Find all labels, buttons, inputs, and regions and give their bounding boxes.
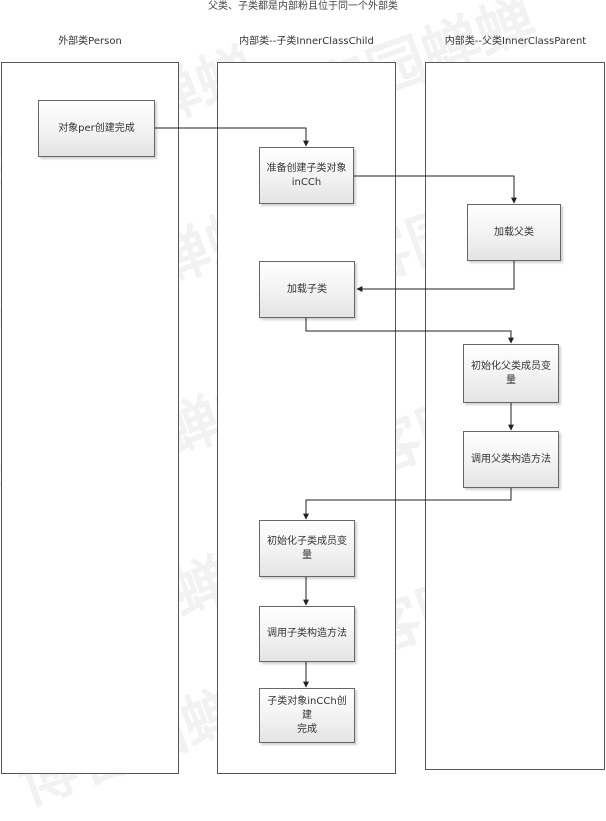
lane-title-person: 外部类Person (58, 36, 122, 47)
lane-title-child: 内部类--子类InnerClassChild (239, 36, 374, 47)
box-call-child-ctor: 调用子类构造方法 (259, 606, 355, 662)
diagram-title: 父类、子类都是内部粉且位于同一个外部类 (208, 1, 398, 12)
box-init-child-vars: 初始化子类成员变 量 (259, 520, 355, 577)
box-call-parent-ctor: 调用父类构造方法 (463, 431, 559, 488)
lane-person (1, 62, 179, 774)
lane-parent (425, 62, 605, 770)
lane-title-parent: 内部类--父类InnerClassParent (444, 36, 587, 47)
box-init-parent-vars: 初始化父类成员变 量 (463, 344, 559, 403)
box-prepare-child: 准备创建子类对象 inCCh (259, 147, 354, 204)
box-child-created: 子类对象inCCh创建 完成 (259, 688, 355, 743)
box-per-created: 对象per创建完成 (38, 100, 155, 157)
box-load-parent: 加载父类 (467, 204, 561, 261)
box-load-child: 加载子类 (259, 261, 355, 318)
